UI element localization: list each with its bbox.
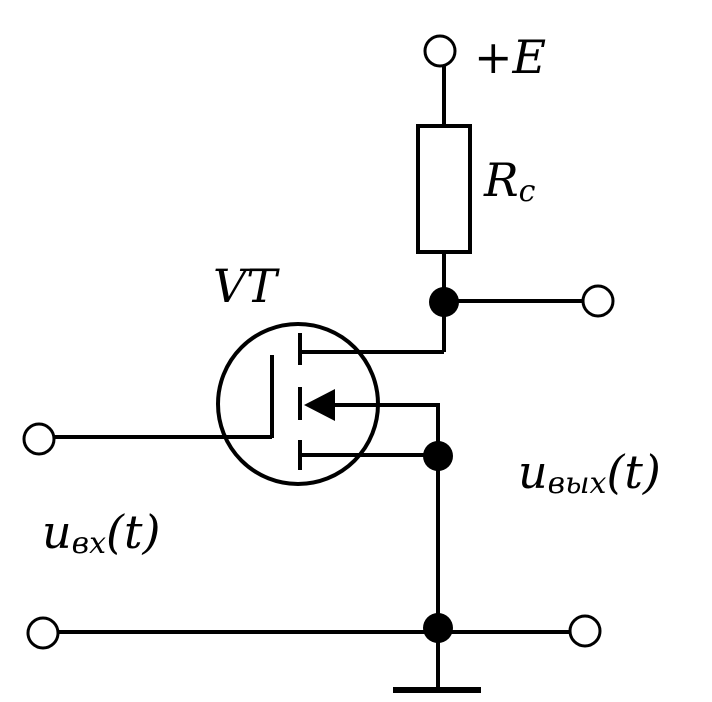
resistor-label: Rc — [483, 153, 536, 209]
output-terminal — [581, 284, 615, 318]
ground-node — [423, 613, 453, 643]
common-left-terminal — [26, 616, 60, 650]
supply-label: +E — [474, 30, 546, 84]
drain-resistor — [416, 124, 472, 254]
supply-terminal — [423, 34, 457, 68]
transistor-label: VT — [213, 259, 280, 313]
transistor-vt — [216, 322, 438, 486]
common-right-terminal — [568, 614, 602, 648]
input-terminal — [22, 422, 56, 456]
substrate-arrow — [304, 389, 335, 421]
output-voltage-label: uвых(t) — [518, 445, 661, 501]
input-voltage-label: uвх(t) — [42, 505, 160, 561]
